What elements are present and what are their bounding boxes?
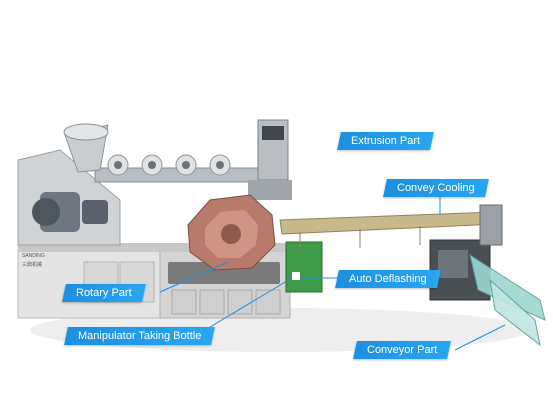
callout-auto-deflashing: Auto Deflashing <box>335 270 441 288</box>
callout-extrusion-part-text: Extrusion Part <box>351 135 421 147</box>
watermark: tradekey <box>470 355 513 366</box>
callout-manipulator-taking-bottle: Manipulator Taking Bottle <box>64 327 216 345</box>
callout-rotary-part-text: Rotary Part <box>76 287 132 299</box>
rotary-wheel <box>187 194 276 271</box>
callout-extrusion-part: Extrusion Part <box>337 132 435 150</box>
deflashing-box <box>285 241 323 293</box>
leader-rotary <box>159 261 229 293</box>
brand-latin: SANDING <box>22 253 45 259</box>
callout-conveyor-part-text: Conveyor Part <box>367 344 438 356</box>
callout-manipulator-taking-bottle-text: Manipulator Taking Bottle <box>78 330 202 342</box>
callout-convey-cooling: Convey Cooling <box>383 179 489 197</box>
extrusion-head <box>248 119 292 200</box>
callout-auto-deflashing-text: Auto Deflashing <box>349 273 427 285</box>
callout-convey-cooling-text: Convey Cooling <box>397 182 475 194</box>
extruder-barrel <box>94 154 266 183</box>
brand-cjk: 三鼎机械 <box>22 262 43 268</box>
leader-conveyor <box>454 324 506 351</box>
callout-conveyor-part: Conveyor Part <box>353 341 452 359</box>
callout-rotary-part: Rotary Part <box>62 284 146 302</box>
motor-housing <box>17 149 121 246</box>
leader-manipulator <box>204 277 293 331</box>
hopper <box>63 123 109 173</box>
